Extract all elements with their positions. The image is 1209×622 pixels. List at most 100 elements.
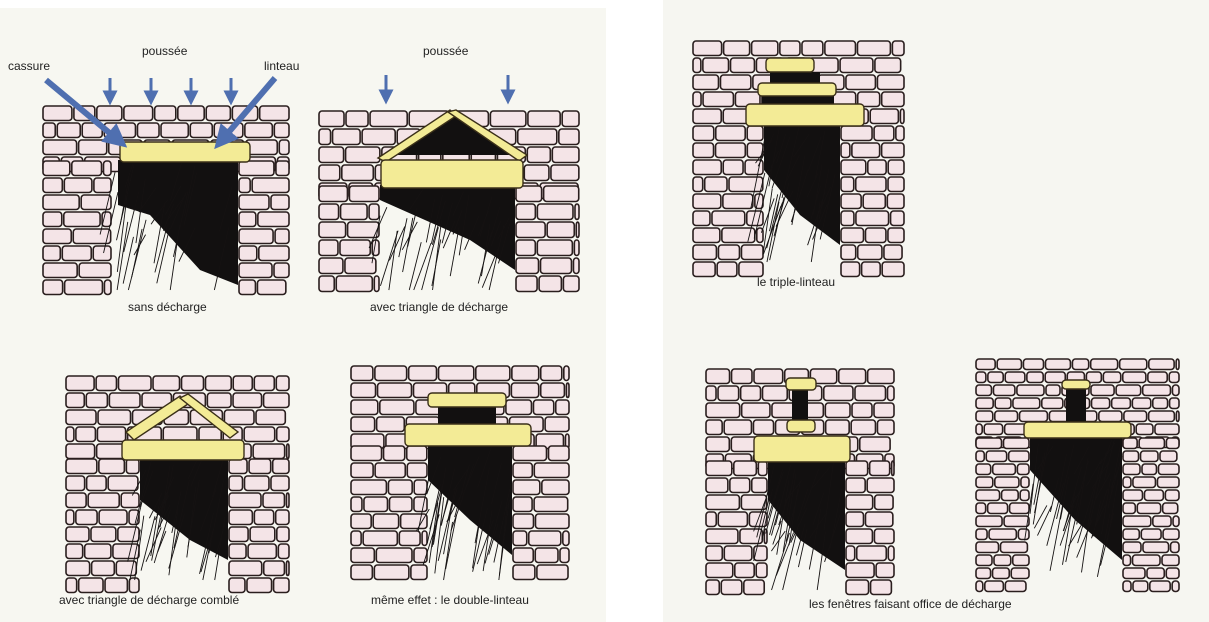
stone xyxy=(718,386,739,401)
stone xyxy=(824,386,853,401)
stone xyxy=(1004,438,1029,449)
stone xyxy=(407,463,427,478)
stone xyxy=(1141,451,1158,462)
stone xyxy=(706,420,722,435)
stone xyxy=(229,527,248,542)
stone xyxy=(712,211,745,226)
stone xyxy=(1123,451,1139,462)
stone xyxy=(541,366,562,381)
stone xyxy=(706,369,730,384)
stone xyxy=(388,480,412,495)
stone xyxy=(976,424,982,435)
stone xyxy=(155,106,176,121)
stone xyxy=(205,376,231,391)
stone xyxy=(108,476,138,491)
stone xyxy=(552,147,579,163)
stone xyxy=(1141,529,1161,540)
stone xyxy=(753,420,773,435)
stone xyxy=(723,160,743,175)
stone xyxy=(857,546,887,561)
shadow-hatch xyxy=(1050,503,1063,570)
shadow-hatch xyxy=(128,220,146,290)
label-poussee-2: poussée xyxy=(423,44,468,58)
stone xyxy=(85,544,111,559)
stone xyxy=(1017,385,1044,396)
stone xyxy=(976,568,991,579)
stone xyxy=(545,417,569,432)
stone xyxy=(1170,398,1179,409)
lintel-cracked xyxy=(120,142,250,162)
stone xyxy=(43,280,63,295)
stone xyxy=(841,245,856,260)
stone xyxy=(1005,581,1026,592)
stone xyxy=(703,92,733,107)
shadow-hatch xyxy=(380,231,398,286)
opening-shadow xyxy=(417,445,512,580)
stone xyxy=(1150,581,1170,592)
stone xyxy=(693,262,715,277)
stone xyxy=(346,111,368,127)
stone xyxy=(349,186,379,202)
stone xyxy=(976,464,991,475)
stone xyxy=(997,359,1021,370)
stone xyxy=(276,161,289,176)
stone xyxy=(375,366,407,381)
upper-lintel xyxy=(428,393,506,407)
shadow-hatch xyxy=(409,242,421,290)
stone xyxy=(1172,385,1179,396)
opening-dark xyxy=(768,460,845,570)
stone xyxy=(875,495,893,510)
stone xyxy=(256,410,285,425)
stone xyxy=(1020,411,1048,422)
stone xyxy=(535,548,558,563)
stone xyxy=(976,516,1002,527)
stone xyxy=(1123,568,1145,579)
stone xyxy=(1149,359,1174,370)
stone xyxy=(846,546,855,561)
stone xyxy=(319,258,343,274)
stone xyxy=(1166,438,1179,449)
stone xyxy=(576,222,579,238)
stone xyxy=(841,143,850,158)
stone xyxy=(351,400,378,415)
stone xyxy=(763,386,788,401)
stone xyxy=(855,386,886,401)
stone xyxy=(544,186,579,202)
stone xyxy=(976,372,986,383)
stone xyxy=(846,580,869,595)
stone xyxy=(693,160,721,175)
stone xyxy=(752,478,767,493)
stone xyxy=(333,129,361,145)
stone xyxy=(846,563,874,578)
stone xyxy=(513,565,535,580)
label-linteau: linteau xyxy=(264,59,299,73)
stone xyxy=(43,161,70,176)
stone xyxy=(340,240,370,256)
stone xyxy=(556,400,569,415)
stone xyxy=(841,262,860,277)
stone xyxy=(541,383,565,398)
stone xyxy=(1176,359,1179,370)
stone xyxy=(693,75,718,90)
stone xyxy=(512,366,539,381)
stone xyxy=(1005,372,1025,383)
stone xyxy=(414,497,427,512)
stone xyxy=(754,369,783,384)
stone xyxy=(841,177,854,192)
stone xyxy=(1176,411,1179,422)
stone xyxy=(513,514,533,529)
stone xyxy=(724,420,751,435)
shadow-hatch xyxy=(429,503,438,563)
stone xyxy=(341,204,368,220)
stone xyxy=(734,461,757,476)
stone xyxy=(66,393,84,408)
stone xyxy=(882,92,904,107)
stone xyxy=(877,75,904,90)
stone xyxy=(121,493,139,508)
stone xyxy=(976,451,984,462)
stone xyxy=(161,123,188,138)
stone xyxy=(1099,411,1122,422)
stone xyxy=(518,129,557,145)
stone xyxy=(976,490,1000,501)
stone xyxy=(846,478,865,493)
